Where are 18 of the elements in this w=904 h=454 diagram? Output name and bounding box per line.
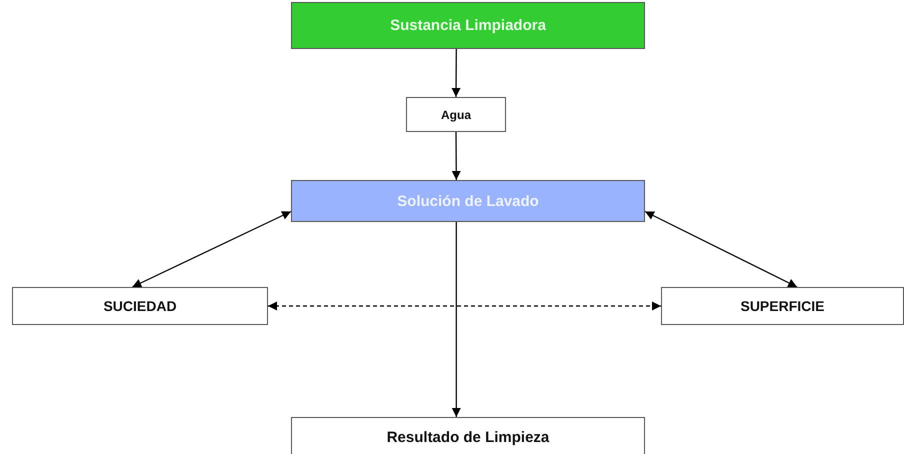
process-box (406, 97, 506, 132)
arrow (452, 49, 461, 97)
arrow (644, 210, 798, 288)
node-label: SUCIEDAD (103, 298, 177, 314)
node-label: Sustancia Limpiadora (390, 17, 546, 34)
process-box (291, 2, 645, 49)
node-label: Resultado de Limpieza (386, 428, 550, 446)
arrow (452, 222, 461, 417)
node-label: Agua (441, 108, 471, 122)
process-box (291, 180, 645, 222)
result-box (291, 417, 645, 454)
node-label: Solución de Lavado (397, 192, 539, 210)
process-box (12, 287, 268, 325)
arrow (132, 210, 292, 288)
arrow (452, 132, 461, 180)
process-box (661, 287, 904, 325)
node-label: SUPERFICIE (740, 298, 824, 314)
arrow (268, 302, 661, 310)
